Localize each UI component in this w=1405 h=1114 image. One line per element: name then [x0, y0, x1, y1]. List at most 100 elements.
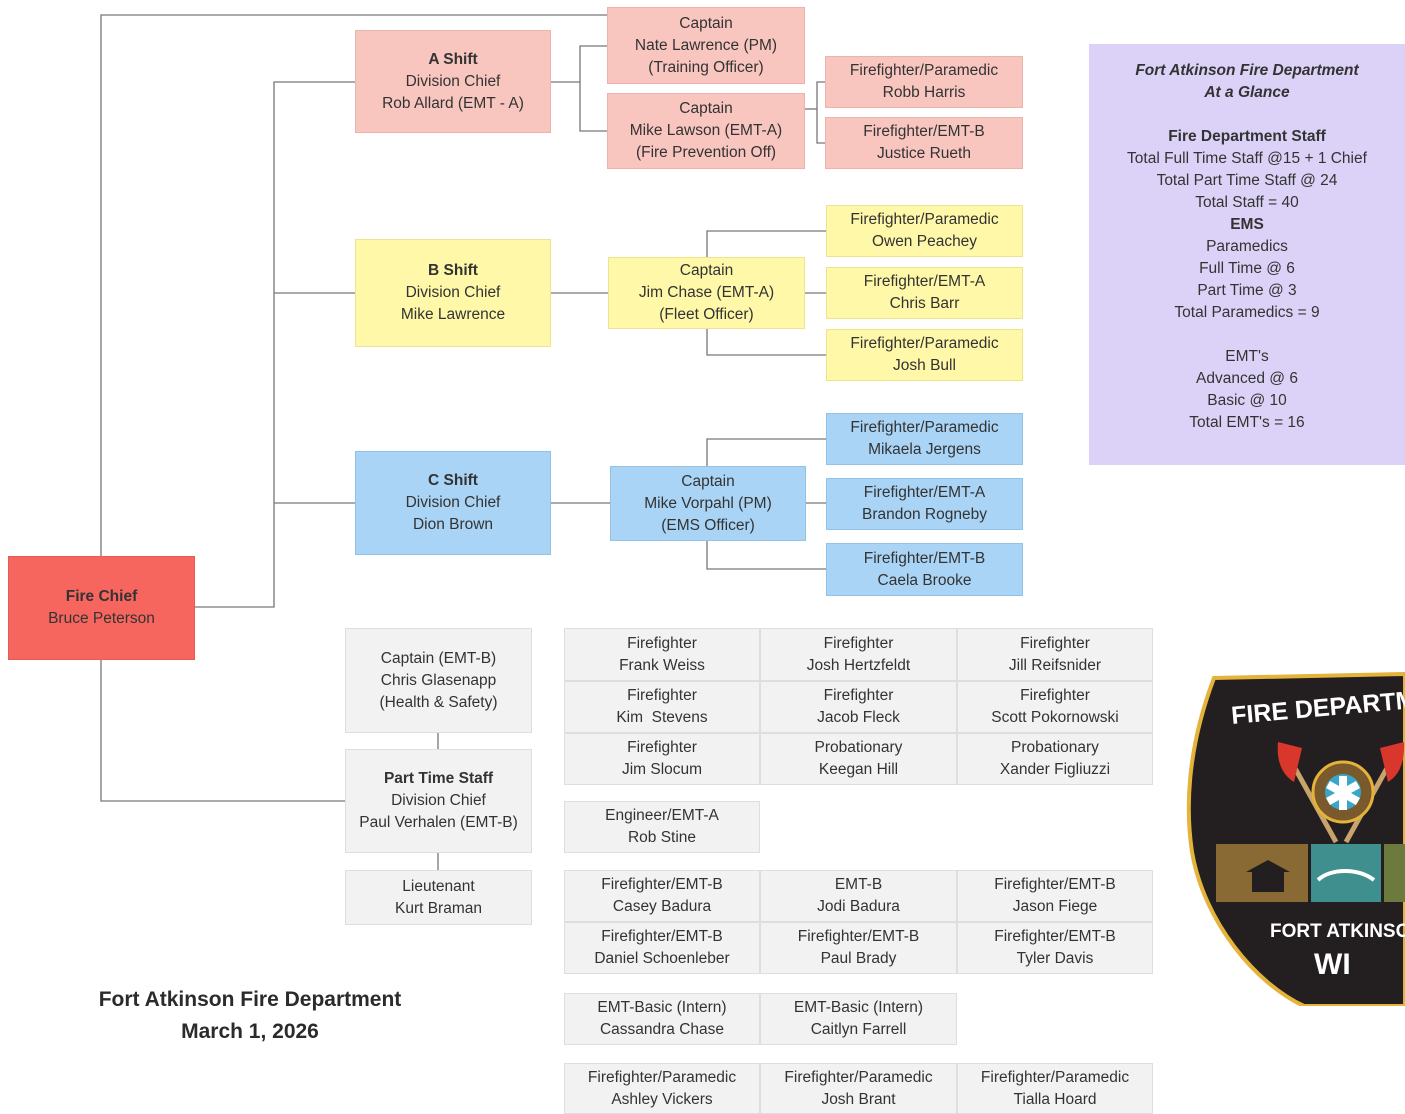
part-time-role: Division Chief	[391, 792, 486, 809]
captain-role: (EMS Officer)	[661, 516, 755, 534]
member-name: Owen Peachey	[871, 233, 978, 250]
maltese-cross-icon	[1311, 760, 1375, 824]
roster-cell: Firefighter/EMT-B Daniel Schoenleber	[564, 922, 760, 974]
badge-panel-right	[1384, 844, 1405, 902]
roster-role: Firefighter/EMT-B	[601, 876, 723, 893]
roster-role: Firefighter/EMT-B	[797, 928, 920, 945]
c-shift-chief-box: C Shift Division Chief Dion Brown	[355, 451, 551, 555]
member-role: Firefighter/Paramedic	[850, 211, 999, 228]
at-a-glance-panel: Fort Atkinson Fire Department At a Glanc…	[1089, 44, 1405, 465]
a-shift-title: A Shift	[428, 50, 478, 68]
roster-role: Firefighter	[627, 687, 697, 704]
captain-name: Jim Chase (EMT-A)	[638, 284, 775, 301]
roster-role: Probationary	[1011, 739, 1099, 756]
c-shift-member-box: Firefighter/Paramedic Mikaela Jergens	[826, 413, 1023, 465]
roster-cell: EMT-Basic (Intern) Cassandra Chase	[564, 993, 760, 1045]
member-name: Justice Rueth	[877, 145, 971, 162]
member-name: Mikaela Jergens	[868, 441, 981, 458]
connector-chief-part-time	[100, 660, 345, 802]
roster-name: Caitlyn Farrell	[810, 1021, 907, 1038]
member-role: Firefighter/EMT-A	[863, 273, 986, 290]
captain-name: Mike Vorpahl (PM)	[644, 494, 772, 512]
connector-chief-training-captain	[100, 14, 607, 556]
roster-role: EMT-Basic (Intern)	[597, 999, 727, 1016]
roster-cell: Firefighter Kim Stevens	[564, 681, 760, 733]
a-shift-member-box: Firefighter/Paramedic Robb Harris	[825, 56, 1023, 108]
roster-name: Scott Pokornowski	[991, 709, 1119, 726]
roster-cell: Firefighter/EMT-B Jason Fiege	[957, 870, 1153, 922]
member-role: Firefighter/Paramedic	[850, 335, 999, 352]
roster-cell: Probationary Keegan Hill	[760, 733, 957, 785]
roster-role: Firefighter	[823, 687, 894, 704]
full-time-count: Total Full Time Staff @15 + 1 Chief	[1127, 150, 1367, 167]
part-time-captain-box: Captain (EMT-B) Chris Glasenapp (Health …	[345, 628, 532, 733]
part-time-name: Paul Verhalen (EMT-B)	[359, 814, 518, 831]
captain-role: (Training Officer)	[648, 58, 764, 76]
b-shift-title: B Shift	[428, 262, 478, 279]
lieutenant-name: Kurt Braman	[394, 899, 482, 917]
roster-name: Casey Badura	[612, 898, 712, 915]
emts-basic: Basic @ 10	[1207, 392, 1287, 409]
part-time-count: Total Part Time Staff @ 24	[1156, 172, 1338, 189]
captain-role: (Health & Safety)	[379, 693, 498, 711]
b-shift-role: Division Chief	[405, 284, 501, 301]
lieutenant-title: Lieutenant	[402, 877, 475, 895]
roster-name: Cassandra Chase	[599, 1021, 725, 1038]
member-role: Firefighter/Paramedic	[850, 419, 999, 436]
glance-title: Fort Atkinson Fire Department	[1135, 62, 1359, 79]
captain-title: Captain	[679, 14, 733, 32]
roster-cell: Probationary Xander Figliuzzi	[957, 733, 1153, 785]
b-shift-name: Mike Lawrence	[400, 306, 506, 323]
roster-cell: Firefighter/Paramedic Ashley Vickers	[564, 1063, 760, 1114]
roster-cell: Firefighter Jill Reifsnider	[957, 628, 1153, 681]
roster-role: Firefighter	[627, 634, 697, 652]
roster-name: Josh Brant	[821, 1090, 896, 1108]
staff-header: Fire Department Staff	[1168, 128, 1326, 145]
member-role: Firefighter/Paramedic	[849, 62, 999, 79]
member-name: Chris Barr	[889, 295, 960, 312]
fire-chief-name: Bruce Peterson	[48, 610, 155, 627]
a-shift-captain-training-box: Captain Nate Lawrence (PM) (Training Off…	[607, 7, 805, 84]
roster-name: Rob Stine	[627, 829, 697, 846]
roster-cell: Firefighter Scott Pokornowski	[957, 681, 1153, 733]
roster-cell: Firefighter/Paramedic Tialla Hoard	[957, 1063, 1153, 1114]
badge-state-text: WI	[1314, 948, 1351, 981]
document-footer: Fort Atkinson Fire Department March 1, 2…	[40, 984, 460, 1048]
a-shift-name: Rob Allard (EMT - A)	[382, 94, 524, 112]
roster-cell: Firefighter Jim Slocum	[564, 733, 760, 785]
c-shift-member-box: Firefighter/EMT-A Brandon Rogneby	[826, 478, 1023, 530]
member-role: Firefighter/EMT-A	[863, 484, 986, 501]
paramedics-part-time: Part Time @ 3	[1197, 282, 1297, 299]
roster-role: Firefighter/Paramedic	[587, 1068, 737, 1086]
fire-chief-title: Fire Chief	[65, 588, 138, 605]
roster-role: Firefighter	[1020, 687, 1090, 704]
roster-role: Firefighter/EMT-B	[994, 876, 1116, 893]
roster-cell: Firefighter Frank Weiss	[564, 628, 760, 681]
roster-cell: Engineer/EMT-A Rob Stine	[564, 801, 760, 853]
roster-name: Paul Brady	[820, 950, 897, 967]
a-shift-role: Division Chief	[405, 72, 501, 90]
roster-cell: Firefighter/Paramedic Josh Brant	[760, 1063, 957, 1114]
footer-date: March 1, 2026	[181, 1020, 319, 1043]
roster-role: Probationary	[814, 739, 903, 756]
connector-chief-shift-bus	[195, 81, 355, 608]
roster-role: Engineer/EMT-A	[605, 807, 719, 824]
roster-name: Ashley Vickers	[611, 1090, 713, 1108]
a-shift-chief-box: A Shift Division Chief Rob Allard (EMT -…	[355, 30, 551, 133]
glance-subtitle: At a Glance	[1204, 84, 1290, 101]
roster-cell: EMT-Basic (Intern) Caitlyn Farrell	[760, 993, 957, 1045]
b-shift-member-box: Firefighter/EMT-A Chris Barr	[826, 267, 1023, 319]
roster-name: Jodi Badura	[817, 898, 900, 915]
fire-department-badge-logo: FIRE DEPARTM FORT ATKINSO WI	[1186, 672, 1405, 1006]
b-shift-captain-box: Captain Jim Chase (EMT-A) (Fleet Officer…	[608, 257, 805, 329]
roster-name: Jason Fiege	[1012, 898, 1098, 915]
emts-advanced: Advanced @ 6	[1196, 370, 1298, 387]
captain-title: Captain	[679, 262, 734, 279]
b-shift-chief-box: B Shift Division Chief Mike Lawrence	[355, 239, 551, 347]
roster-name: Tialla Hoard	[1013, 1090, 1097, 1108]
c-shift-member-box: Firefighter/EMT-B Caela Brooke	[826, 543, 1023, 596]
roster-cell: Firefighter/EMT-B Casey Badura	[564, 870, 760, 922]
roster-cell: Firefighter Jacob Fleck	[760, 681, 957, 733]
roster-name: Xander Figliuzzi	[999, 761, 1111, 778]
